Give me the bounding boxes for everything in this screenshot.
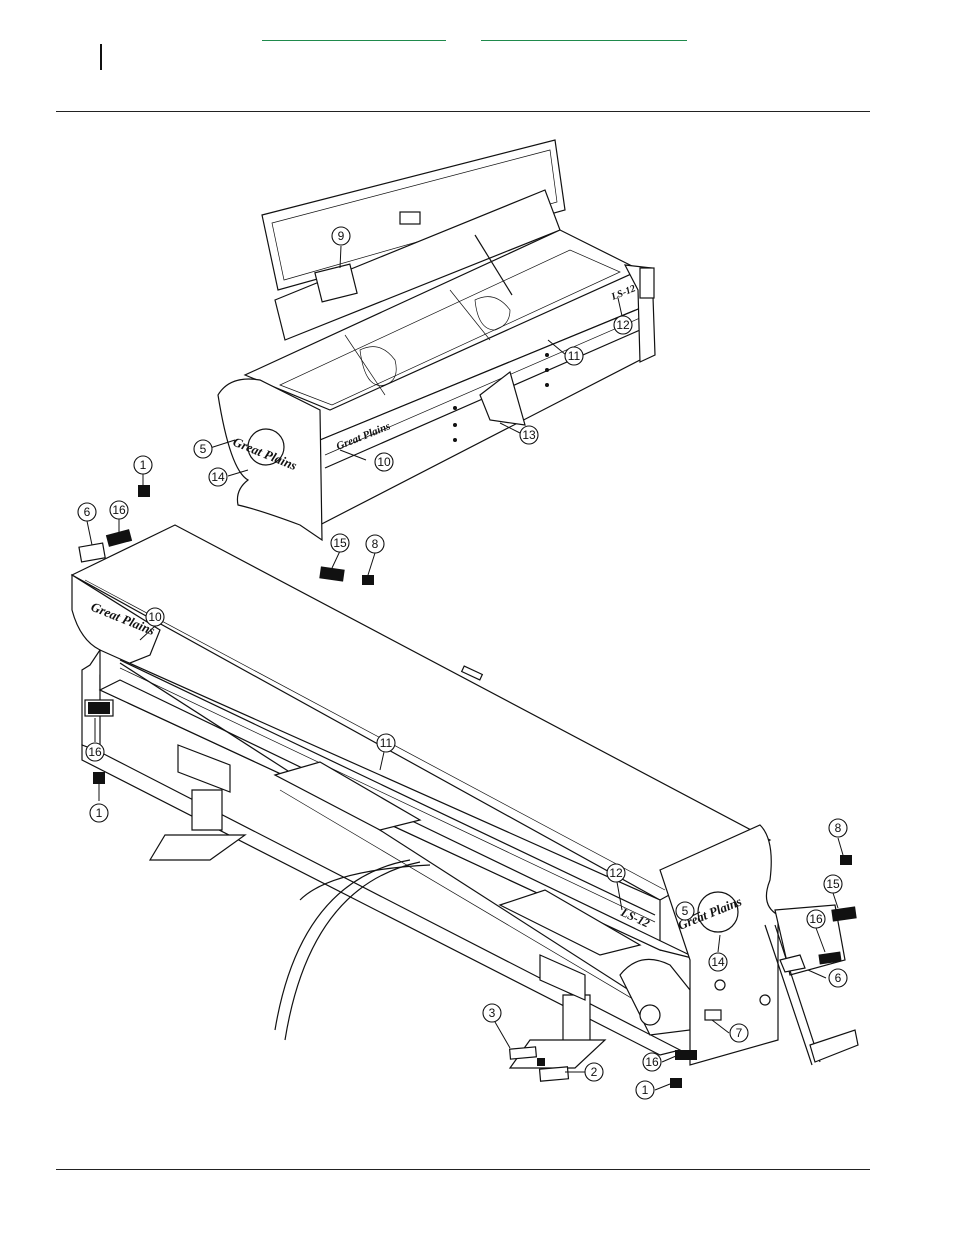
callout-15-right: 15 <box>823 874 843 894</box>
upper-model-text: LS-12 <box>609 283 637 303</box>
left-stand <box>148 744 247 861</box>
callout-16-top: 16 <box>109 500 129 520</box>
svg-text:8: 8 <box>372 537 379 551</box>
decal-1-left <box>93 772 105 784</box>
decal-6-left <box>78 542 106 563</box>
svg-text:16: 16 <box>112 503 126 517</box>
svg-text:8: 8 <box>835 821 842 835</box>
svg-text:9: 9 <box>338 229 345 243</box>
hose-1 <box>274 859 411 1031</box>
svg-text:16: 16 <box>88 745 102 759</box>
callout-10-upper: 10 <box>374 452 394 472</box>
svg-text:16: 16 <box>645 1055 659 1069</box>
decal-15-right <box>831 906 857 922</box>
svg-text:3: 3 <box>489 1006 496 1020</box>
svg-text:14: 14 <box>211 470 225 484</box>
decal-8-right <box>840 855 852 865</box>
callout-5-lower: 5 <box>675 901 695 921</box>
callout-1-top: 1 <box>133 455 153 475</box>
svg-text:1: 1 <box>642 1083 649 1097</box>
svg-text:2: 2 <box>591 1065 598 1079</box>
main-lid <box>70 524 772 901</box>
callout-10-lower: 10 <box>145 607 165 627</box>
svg-text:15: 15 <box>826 877 840 891</box>
callout-13: 13 <box>519 425 539 445</box>
callout-16-bottom: 16 <box>642 1052 662 1072</box>
callout-1-left: 1 <box>89 803 109 823</box>
callout-3: 3 <box>482 1003 502 1023</box>
header-rule <box>56 111 870 112</box>
header-link-right[interactable] <box>481 40 687 41</box>
svg-text:5: 5 <box>200 442 207 456</box>
header-link-left[interactable] <box>262 40 446 41</box>
callout-2: 2 <box>584 1062 604 1082</box>
svg-text:14: 14 <box>711 955 725 969</box>
decal-3 <box>508 1046 538 1060</box>
loose-decals <box>78 485 857 1088</box>
callout-12-upper: 12 <box>613 315 633 335</box>
decal-8-top <box>362 575 374 585</box>
svg-text:10: 10 <box>148 610 162 624</box>
upper-box-drawing: Great Plains Great Plains LS-12 <box>217 139 656 542</box>
svg-text:12: 12 <box>616 318 630 332</box>
right-stand <box>508 954 607 1069</box>
callout-15-top: 15 <box>330 533 350 553</box>
callout-9: 9 <box>331 226 351 246</box>
callout-16-right: 16 <box>806 909 826 929</box>
callout-6-right: 6 <box>828 968 848 988</box>
lid-strut <box>474 234 513 296</box>
callout-14-upper: 14 <box>208 467 228 487</box>
callout-7: 7 <box>729 1023 749 1043</box>
callout-14-lower: 14 <box>708 952 728 972</box>
lid-latch <box>399 211 421 225</box>
lid-decal <box>314 263 358 303</box>
callout-12-lower: 12 <box>606 863 626 883</box>
svg-text:6: 6 <box>835 971 842 985</box>
svg-text:11: 11 <box>568 349 581 363</box>
decal-16-top <box>105 529 133 547</box>
svg-text:6: 6 <box>84 505 91 519</box>
svg-text:15: 15 <box>333 536 347 550</box>
callout-11-upper: 11 <box>564 346 584 366</box>
callout-6-left: 6 <box>77 502 97 522</box>
callout-8-right: 8 <box>828 818 848 838</box>
callout-16-left: 16 <box>85 742 105 762</box>
svg-text:5: 5 <box>682 904 689 918</box>
lower-machine-drawing: Great Plains Great Plains LS-12 <box>70 524 859 1069</box>
svg-text:1: 1 <box>140 458 147 472</box>
svg-text:1: 1 <box>96 806 103 820</box>
leader-lines <box>86 245 844 1091</box>
callout-5-upper: 5 <box>193 439 213 459</box>
svg-text:10: 10 <box>377 455 391 469</box>
svg-text:16: 16 <box>809 912 823 926</box>
callout-8-top: 8 <box>365 534 385 554</box>
svg-text:7: 7 <box>736 1026 743 1040</box>
callout-11-lower: 11 <box>376 733 396 753</box>
decal-1-bottom <box>670 1078 682 1088</box>
decal-15-top <box>319 566 345 582</box>
decal-1-top <box>138 485 150 497</box>
svg-text:11: 11 <box>380 736 393 750</box>
svg-text:12: 12 <box>609 866 623 880</box>
hose-2 <box>284 861 421 1041</box>
ladder-rail <box>764 924 813 1066</box>
svg-text:13: 13 <box>522 428 536 442</box>
footer-rule <box>56 1169 870 1170</box>
decal-2 <box>538 1066 570 1082</box>
change-bar <box>100 44 102 70</box>
callout-1-bottom: 1 <box>635 1080 655 1100</box>
